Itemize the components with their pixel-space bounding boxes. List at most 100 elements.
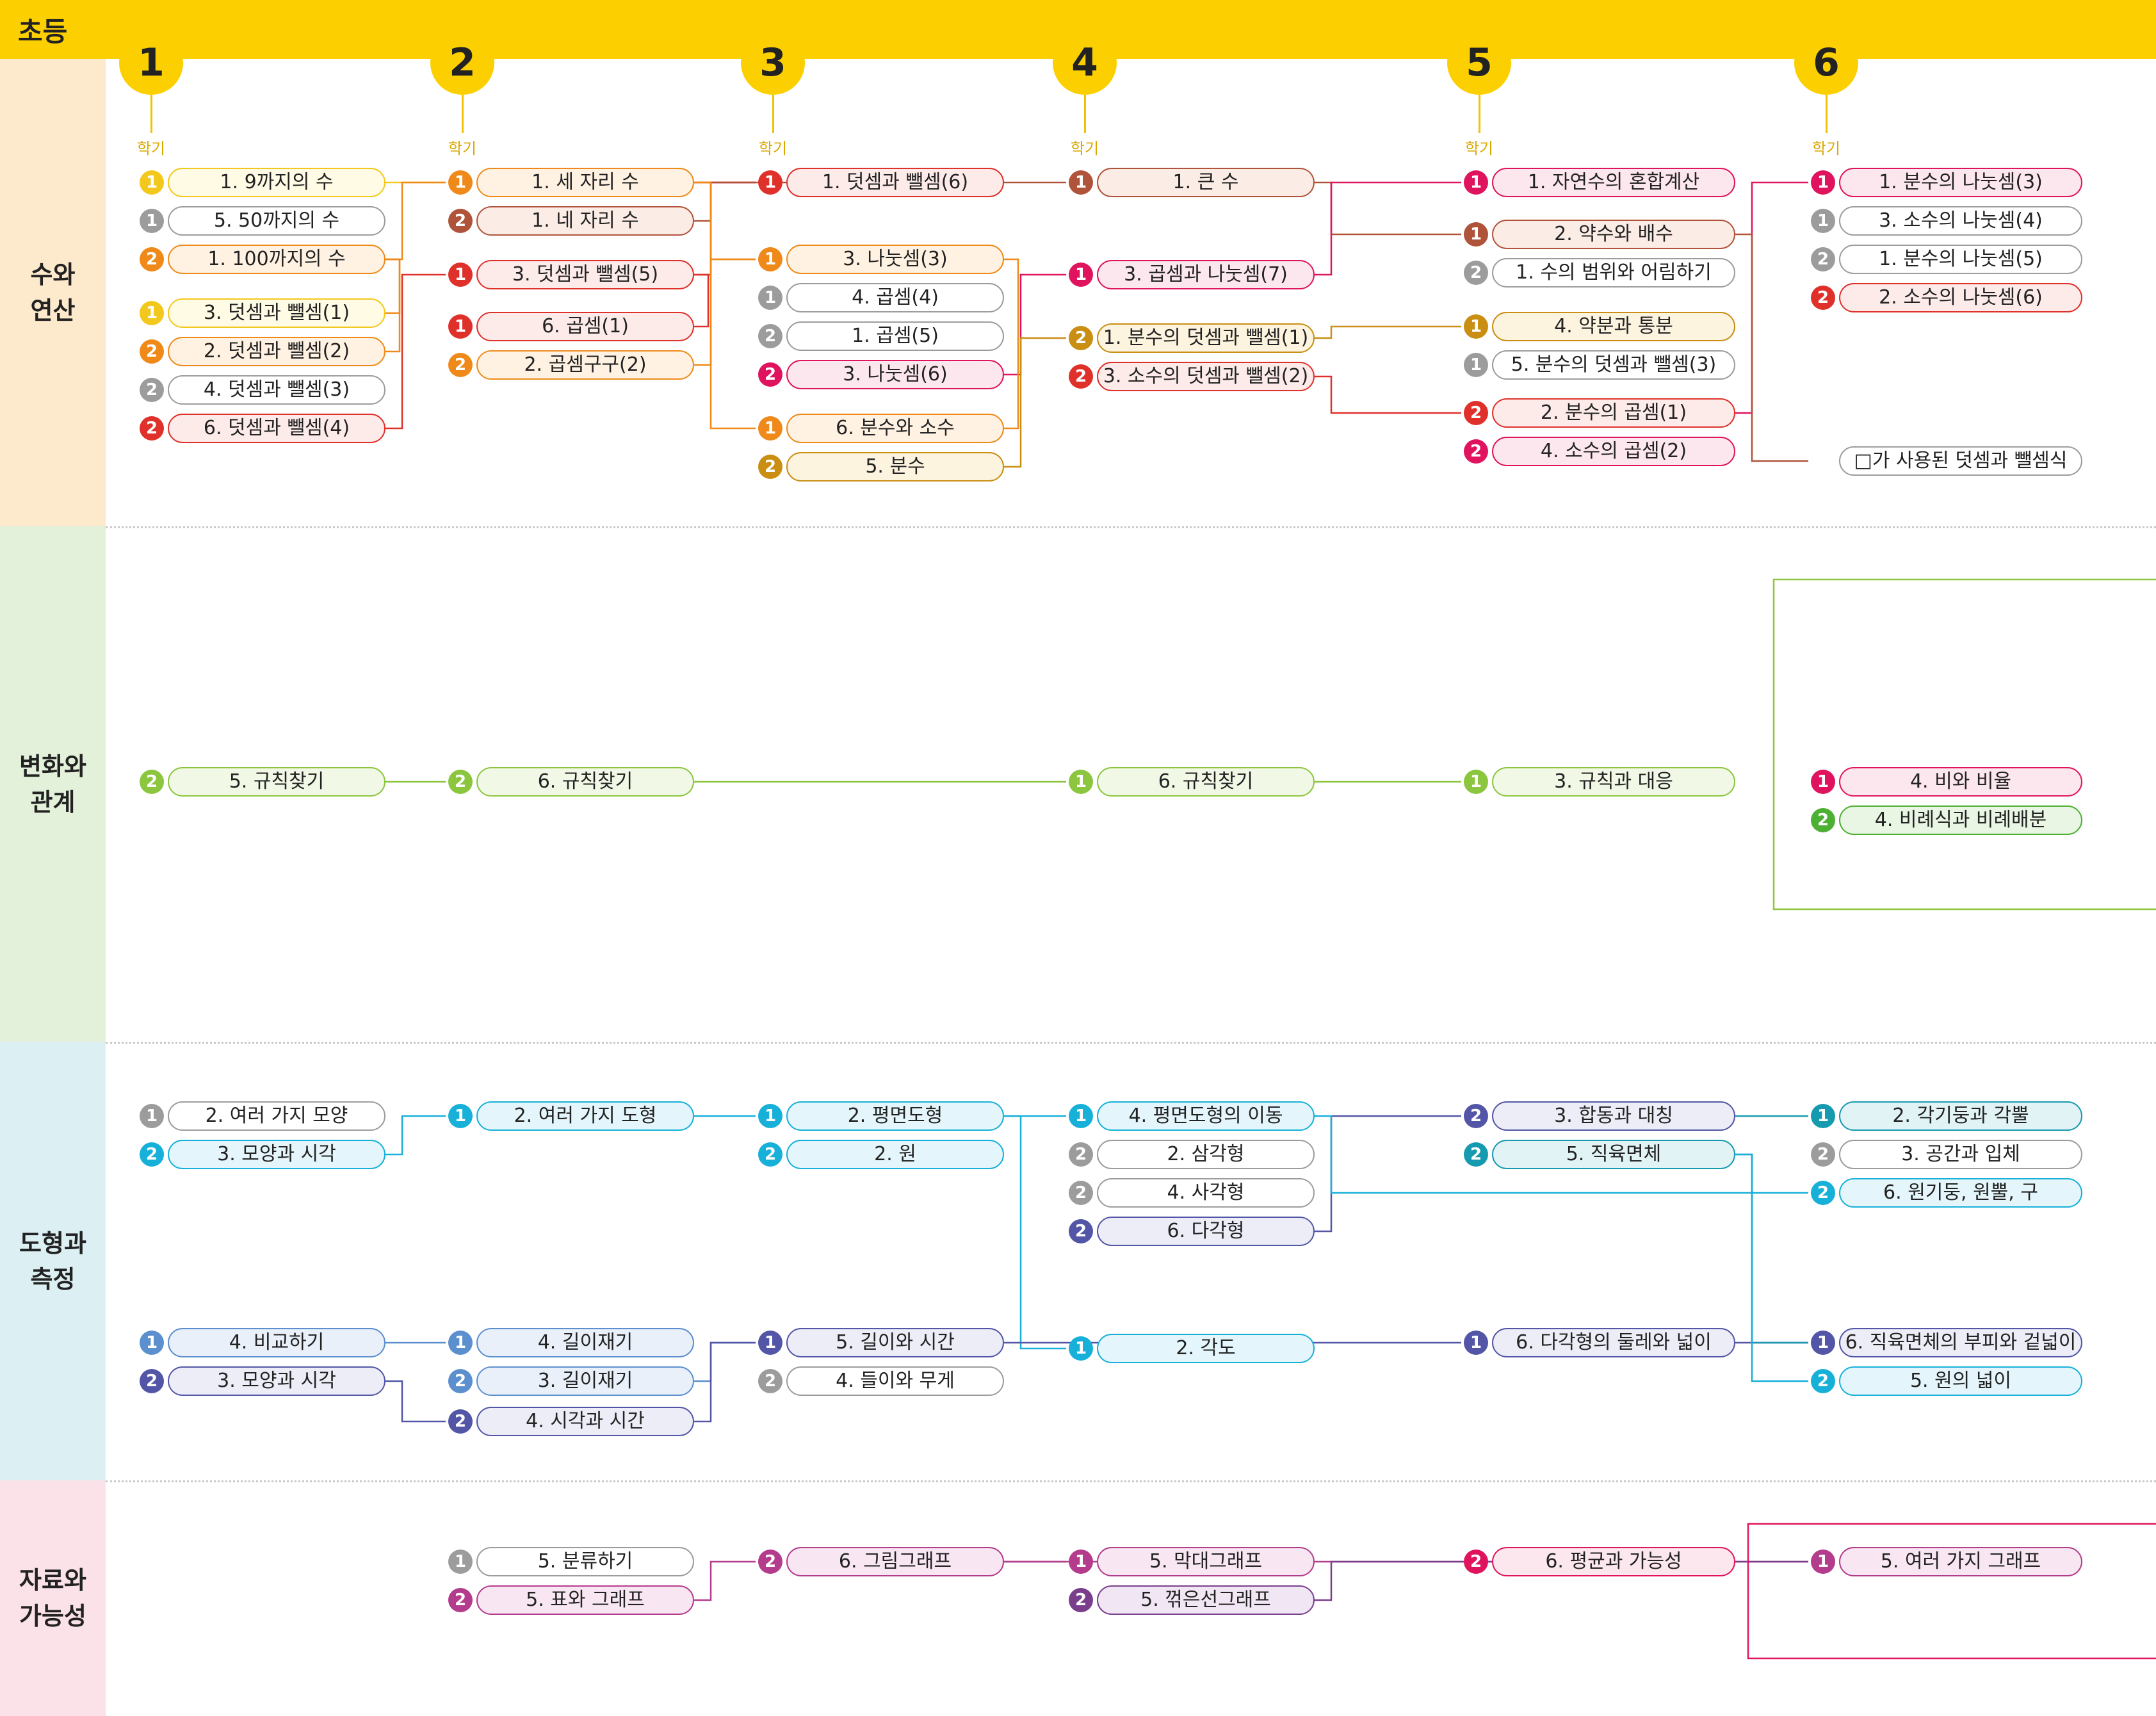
semester-badge: 1: [448, 1550, 473, 1574]
semester-badge: 1: [1069, 263, 1093, 287]
unit-box-g4: 3. 규칙과 대응: [1492, 767, 1735, 797]
semester-label: 학기: [136, 140, 166, 158]
semester-badge: 2: [140, 1142, 164, 1167]
semester-badge: 2: [1464, 1550, 1488, 1574]
unit-box-e6: 2. 분수의 곱셈(1): [1492, 398, 1735, 428]
unit-box-a4: 3. 덧셈과 뺄셈(1): [168, 298, 385, 328]
semester-badge: 1: [1069, 170, 1093, 195]
unit-box-b5: 2. 곱셈구구(2): [476, 350, 694, 380]
link-a7-b3: [385, 273, 446, 430]
link-b3-c1: [694, 181, 756, 276]
semester-label: 학기: [758, 140, 788, 158]
unit-box-k1: 4. 평면도형의 이동: [1097, 1101, 1315, 1131]
link-b1-c6: [694, 181, 756, 430]
unit-box-g1: 5. 규칙찾기: [168, 767, 385, 797]
semester-badge: 1: [758, 286, 782, 310]
section-divider: [106, 1480, 2156, 1482]
unit-box-k5: 2. 각도: [1097, 1334, 1315, 1363]
grade-connector: [1826, 95, 1828, 133]
semester-badge: 2: [140, 770, 164, 794]
grade-connector: [150, 95, 152, 133]
semester-badge: 2: [1069, 326, 1093, 350]
semester-badge: 2: [1811, 247, 1835, 271]
link-h2-i1: [385, 1115, 446, 1156]
link-e2-f5: [1735, 233, 1808, 462]
unit-box-g5: 4. 비와 비율: [1839, 767, 2082, 797]
unit-box-l1: 3. 합동과 대칭: [1492, 1101, 1735, 1131]
semester-badge: 1: [140, 209, 164, 233]
semester-badge: 2: [758, 1550, 782, 1574]
semester-badge: 2: [758, 1369, 782, 1393]
semester-badge: 1: [1464, 353, 1488, 377]
unit-box-n3: 6. 그림그래프: [786, 1547, 1004, 1576]
section-dat-label: 자료와 가능성: [19, 1566, 86, 1630]
unit-box-d2: 3. 곱셈과 나눗셈(7): [1097, 260, 1315, 289]
unit-box-f4: 2. 소수의 나눗셈(6): [1839, 283, 2082, 312]
section-shp-label: 도형과 측정: [19, 1229, 86, 1293]
semester-badge: 2: [448, 209, 473, 233]
section-divider: [106, 526, 2156, 528]
unit-box-d3: 1. 분수의 덧셈과 뺄셈(1): [1097, 323, 1315, 353]
unit-box-d4: 3. 소수의 덧셈과 뺄셈(2): [1097, 362, 1315, 391]
semester-badge: 1: [758, 247, 782, 271]
semester-label: 학기: [1812, 140, 1841, 158]
grade-connector: [1084, 95, 1086, 133]
link-d3-e4: [1315, 325, 1461, 339]
unit-box-g6: 4. 비례식과 비례배분: [1839, 805, 2082, 835]
link-c2-c6: [1004, 258, 1019, 430]
semester-badge: 2: [758, 1142, 782, 1167]
semester-label: 학기: [1464, 140, 1494, 158]
semester-badge: 2: [140, 339, 164, 364]
unit-box-i4: 4. 시각과 시간: [476, 1407, 694, 1436]
link-d1-e2: [1315, 181, 1461, 236]
unit-box-e2: 2. 약수와 배수: [1492, 220, 1735, 249]
unit-box-c7: 5. 분수: [786, 452, 1004, 482]
semester-badge: 2: [758, 455, 782, 479]
semester-badge: 1: [1811, 1331, 1835, 1355]
link-a3-a5: [385, 258, 401, 353]
semester-badge: 1: [140, 1104, 164, 1128]
semester-badge: 1: [758, 1331, 782, 1355]
link-c7-d3: [1004, 337, 1066, 468]
unit-box-m4: 6. 직육면체의 부피와 겉넓이: [1839, 1328, 2082, 1357]
unit-box-g2: 6. 규칙찾기: [476, 767, 694, 797]
unit-box-n6: 6. 평균과 가능성: [1492, 1547, 1735, 1576]
semester-badge: 2: [1464, 439, 1488, 464]
semester-badge: 1: [1069, 1550, 1093, 1574]
unit-box-b4: 6. 곱셈(1): [476, 312, 694, 341]
page-title: 초등: [18, 16, 68, 47]
unit-box-f3: 1. 분수의 나눗셈(5): [1839, 245, 2082, 274]
unit-box-i1: 2. 여러 가지 도형: [476, 1101, 694, 1131]
link-l2-m4: [1735, 1153, 1808, 1344]
unit-box-e4: 4. 약분과 통분: [1492, 312, 1735, 341]
link-k4-l1: [1315, 1115, 1461, 1233]
grade-6-marker: 6: [1794, 31, 1858, 95]
semester-badge: 1: [758, 416, 782, 441]
semester-badge: 1: [1464, 314, 1488, 339]
unit-box-n5: 5. 꺾은선그래프: [1097, 1585, 1315, 1615]
semester-badge: 2: [1811, 1142, 1835, 1167]
unit-box-n4: 5. 막대그래프: [1097, 1547, 1315, 1576]
semester-badge: 2: [1069, 1181, 1093, 1205]
unit-box-a1: 1. 9까지의 수: [168, 168, 385, 197]
semester-badge: 1: [1811, 170, 1835, 195]
semester-badge: 2: [1811, 1369, 1835, 1393]
grade-1-marker: 1: [119, 31, 183, 95]
semester-badge: 1: [1069, 770, 1093, 794]
semester-badge: 2: [448, 770, 473, 794]
unit-box-c6: 6. 분수와 소수: [786, 414, 1004, 443]
unit-box-j3: 5. 길이와 시간: [786, 1328, 1004, 1357]
unit-box-c3: 4. 곱셈(4): [786, 283, 1004, 312]
unit-box-e7: 4. 소수의 곱셈(2): [1492, 437, 1735, 466]
semester-badge: 2: [1464, 1142, 1488, 1167]
unit-box-b3: 3. 덧셈과 뺄셈(5): [476, 260, 694, 289]
semester-badge: 2: [1069, 364, 1093, 389]
semester-badge: 1: [1811, 209, 1835, 233]
semester-badge: 1: [448, 1331, 473, 1355]
unit-box-a5: 2. 덧셈과 뺄셈(2): [168, 337, 385, 366]
semester-badge: 2: [1069, 1219, 1093, 1243]
link-c5-d2: [1004, 273, 1066, 376]
semester-badge: 1: [1069, 1104, 1093, 1128]
semester-badge: 1: [448, 314, 473, 339]
unit-box-m2: 3. 공간과 입체: [1839, 1140, 2082, 1169]
